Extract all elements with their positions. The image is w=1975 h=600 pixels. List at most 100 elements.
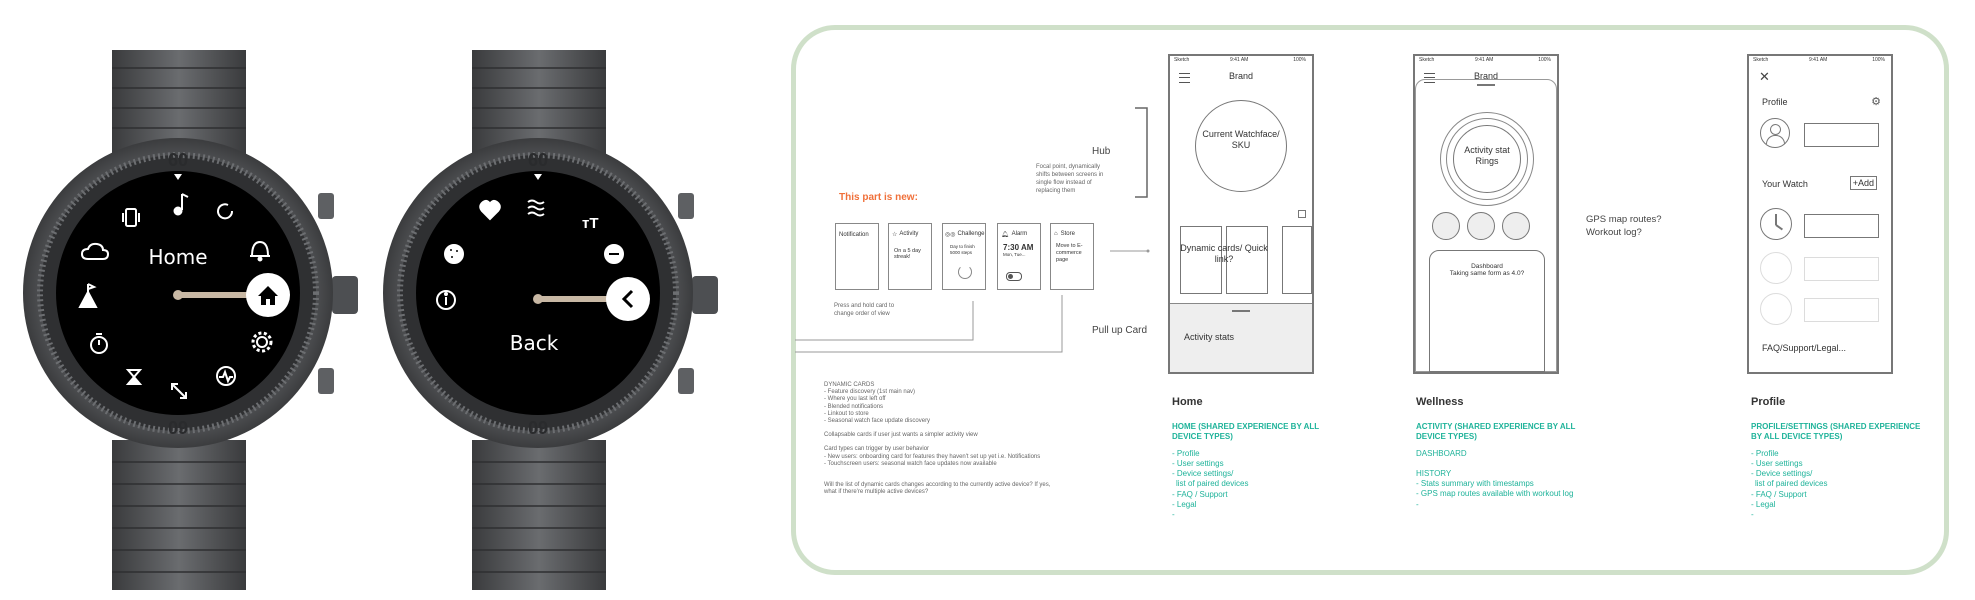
status-time: 9:41 AM bbox=[1475, 57, 1494, 63]
alarm-days: Mon, Tue... bbox=[1003, 252, 1026, 257]
section-item: - Legal bbox=[1172, 500, 1197, 510]
back-button[interactable] bbox=[606, 277, 650, 321]
grid-icon[interactable] bbox=[1298, 210, 1306, 218]
section-item: HISTORY bbox=[1416, 468, 1452, 478]
alarm-toggle[interactable] bbox=[1006, 272, 1022, 281]
drag-handle[interactable] bbox=[1232, 310, 1250, 312]
bell-icon: 🔔︎ bbox=[1001, 232, 1009, 238]
circle-icon[interactable] bbox=[217, 203, 234, 220]
alarm-card[interactable]: 🔔︎Alarm 7:30 AM Mon, Tue... bbox=[997, 223, 1041, 290]
cloud-icon[interactable] bbox=[80, 242, 110, 260]
note-line: what if there're multiple active devices… bbox=[824, 489, 929, 496]
section-item: - User settings bbox=[1751, 458, 1803, 468]
dynamic-card-2[interactable] bbox=[1226, 226, 1268, 294]
alarm-time: 7:30 AM bbox=[1003, 243, 1034, 252]
bezel-marker-icon bbox=[174, 174, 182, 180]
watch-name-field bbox=[1804, 257, 1879, 281]
dynamic-cards-label: Dynamic cards/ Quick link? bbox=[1180, 243, 1268, 264]
stat-circle-3[interactable] bbox=[1502, 212, 1530, 240]
profile-label: Profile bbox=[1762, 97, 1788, 107]
profile-name-field[interactable] bbox=[1804, 123, 1879, 147]
section-item: - Device settings/ bbox=[1751, 469, 1813, 479]
section-subtitle: PROFILE/SETTINGS (SHARED EXPERIENCE BY A… bbox=[1751, 422, 1921, 442]
home-section: Home HOME (SHARED EXPERIENCE BY ALL DEVI… bbox=[1172, 396, 1342, 521]
activity-card[interactable]: ☆Activity On a 5 day streak! bbox=[888, 223, 932, 290]
current-watchface-label: Current Watchface/ SKU bbox=[1202, 129, 1280, 150]
add-watch-button[interactable]: +Add bbox=[1849, 176, 1877, 190]
note-line: - Linkout to store bbox=[824, 410, 869, 417]
watch-clock-icon[interactable] bbox=[1760, 208, 1792, 240]
stopwatch-icon[interactable] bbox=[90, 333, 108, 354]
hourglass-icon[interactable] bbox=[125, 369, 143, 385]
avatar-icon[interactable] bbox=[1760, 118, 1790, 148]
hub-label: Hub bbox=[1092, 146, 1111, 157]
dashboard-card[interactable]: Dashboard Taking same form as 4.0? bbox=[1429, 250, 1545, 372]
settings-gear-icon[interactable]: ⚙ bbox=[1871, 96, 1881, 108]
gear-icon[interactable] bbox=[251, 331, 273, 353]
home-icon bbox=[258, 286, 278, 305]
challenge-card[interactable]: ◎◎Challenge Day to finish 5000 steps bbox=[942, 223, 986, 290]
music-note-icon[interactable] bbox=[173, 193, 189, 216]
heart-icon[interactable] bbox=[479, 199, 501, 221]
note-line: Collapsable cards if user just wants a s… bbox=[824, 432, 978, 439]
store-icon: ⌂ bbox=[1054, 231, 1058, 237]
watch-name-field[interactable] bbox=[1804, 214, 1879, 238]
profile-phone-wireframe: Sketch 9:41 AM 100% ✕ Profile ⚙ Your Wat… bbox=[1747, 54, 1893, 374]
dashboard-subtitle: Taking same form as 4.0? bbox=[1449, 270, 1525, 277]
hamburger-menu-icon[interactable] bbox=[1424, 73, 1435, 83]
status-battery: 100% bbox=[1538, 57, 1551, 63]
phone-vibrate-icon[interactable] bbox=[122, 208, 140, 227]
bezel-number-top: 60 bbox=[528, 150, 548, 170]
stat-circle-2[interactable] bbox=[1467, 212, 1495, 240]
wellness-section: Wellness ACTIVITY (SHARED EXPERIENCE BY … bbox=[1416, 396, 1586, 510]
close-icon[interactable]: ✕ bbox=[1759, 69, 1770, 84]
stat-circle-1[interactable] bbox=[1432, 212, 1460, 240]
hamburger-menu-icon[interactable] bbox=[1179, 73, 1190, 83]
color-palette-icon[interactable] bbox=[444, 244, 464, 264]
notification-card[interactable]: Notification bbox=[835, 223, 879, 290]
dynamic-card-1[interactable] bbox=[1180, 226, 1222, 294]
profile-section: Profile PROFILE/SETTINGS (SHARED EXPERIE… bbox=[1751, 396, 1921, 521]
new-part-label: This part is new: bbox=[839, 192, 918, 203]
section-item: - FAQ / Support bbox=[1751, 489, 1807, 499]
activity-wave-icon[interactable] bbox=[216, 366, 236, 386]
status-carrier: Sketch bbox=[1174, 57, 1190, 63]
info-icon[interactable] bbox=[436, 290, 456, 310]
star-icon: ☆ bbox=[892, 232, 898, 238]
section-item: - FAQ / Support bbox=[1172, 489, 1228, 499]
section-item: - Profile bbox=[1751, 448, 1779, 458]
minus-circle-icon[interactable] bbox=[604, 244, 624, 264]
card-body: On a 5 day streak! bbox=[894, 248, 921, 260]
bell-icon[interactable] bbox=[250, 240, 270, 262]
watch-back-render: 60 60 Back тT bbox=[383, 50, 718, 590]
note-line: - Blended notifications bbox=[824, 403, 884, 410]
waves-icon[interactable] bbox=[527, 199, 545, 217]
wellness-phone-wireframe: Sketch 9:41 AM 100% Brand Activity stat … bbox=[1413, 54, 1559, 374]
section-item: - bbox=[1416, 499, 1419, 509]
section-item: - Legal bbox=[1751, 500, 1776, 510]
activity-stats-sheet[interactable]: Activity stats bbox=[1170, 303, 1312, 372]
mountain-flag-icon[interactable] bbox=[78, 283, 98, 308]
expand-arrows-icon[interactable] bbox=[171, 383, 187, 399]
dynamic-card-3[interactable] bbox=[1282, 226, 1312, 294]
text-size-icon[interactable]: тT bbox=[572, 214, 599, 232]
section-item: - GPS map routes available with workout … bbox=[1416, 489, 1574, 499]
watch-clock-icon bbox=[1760, 293, 1792, 325]
bezel-number-top: 60 bbox=[168, 150, 188, 170]
store-card[interactable]: ⌂Store Move to E-commerce page bbox=[1050, 223, 1094, 290]
note-line: - Where you last left off bbox=[824, 396, 886, 403]
activity-rings[interactable]: Activity stat Rings bbox=[1453, 125, 1521, 193]
watch-center-label: Back bbox=[510, 331, 559, 355]
watch-name-field bbox=[1804, 298, 1879, 322]
activity-ring-outer bbox=[1440, 112, 1534, 206]
section-item: - Stats summary with timestamps bbox=[1416, 479, 1534, 489]
home-button[interactable] bbox=[246, 273, 290, 317]
brand-title: Brand bbox=[1228, 71, 1254, 81]
section-item: - Device settings/ bbox=[1172, 469, 1234, 479]
faq-support-link[interactable]: FAQ/Support/Legal... bbox=[1762, 343, 1847, 353]
note-line: DYNAMIC CARDS bbox=[824, 382, 875, 388]
drag-handle[interactable] bbox=[1477, 84, 1495, 86]
current-watchface[interactable]: Current Watchface/ SKU bbox=[1195, 100, 1287, 192]
section-items: - Profile - User settings - Device setti… bbox=[1751, 449, 1921, 521]
status-battery: 100% bbox=[1293, 57, 1306, 63]
